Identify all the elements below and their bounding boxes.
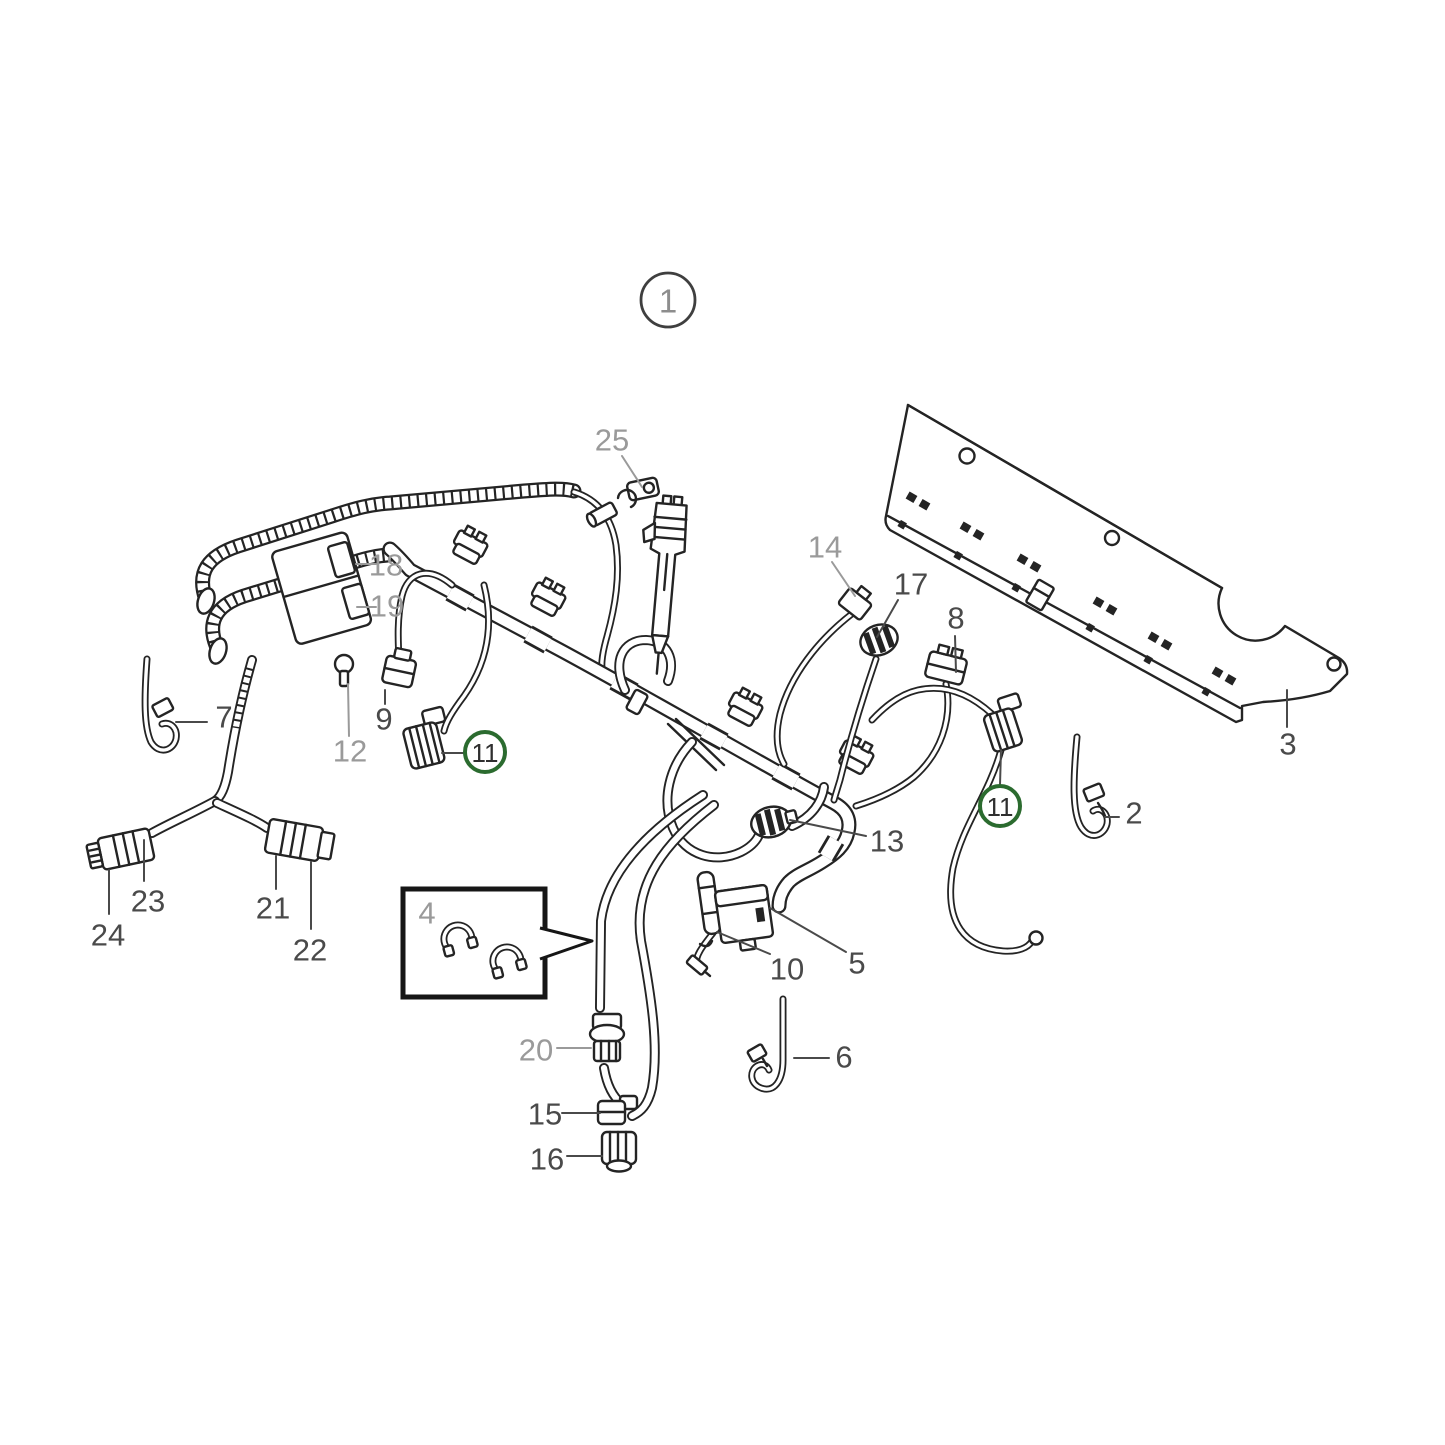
part-callout-6: 6 [835,1040,852,1075]
plate-hole [958,447,976,465]
terminal-10 [685,954,712,978]
detail-box-pointer [539,926,594,961]
part-callout-5: 5 [848,946,865,981]
part-callout-9: 9 [375,702,392,737]
heat-shield-plate [884,403,1349,724]
plate-clip-tab [1025,578,1055,612]
connector-11-right [982,692,1024,753]
part-callout-16: 16 [530,1142,564,1177]
plate-slot-pair [905,491,1237,686]
harness-manifold [194,489,574,688]
svg-text:11: 11 [987,792,1014,822]
part-callout-15: 15 [528,1097,562,1132]
relay-5 [685,870,775,978]
clip-12 [333,653,355,688]
part-18-plate [326,540,356,579]
clip-4 [487,943,528,980]
part-callout-10: 10 [770,952,804,987]
plug-16 [600,1130,638,1173]
connector-14 [837,584,873,621]
sensor-17 [859,623,899,657]
highlighted-callout-11-2: 11 [978,784,1022,828]
svg-text:1: 1 [659,283,677,320]
highlighted-callout-11-1: 11 [463,730,507,774]
clip-detail-box [400,886,594,1000]
connector-9 [381,647,418,689]
part-callout-19: 19 [370,589,404,624]
part-callout-12: 12 [333,734,367,769]
part-callout-17: 17 [894,567,928,602]
plate-hole [1326,656,1342,672]
part-callout-4: 4 [418,896,435,931]
clamp-25 [585,476,660,528]
hook-6 [746,999,783,1089]
part-callout-14: 14 [808,530,842,565]
part-callout-23: 23 [131,884,165,919]
part-callout-8: 8 [947,601,964,636]
plate-edge-tabs [897,519,1211,697]
part-callout-18: 18 [369,548,403,583]
fuel-injector [642,494,688,675]
sensor-13 [750,805,799,839]
connector-11-left [402,705,447,770]
ring-terminal [1028,930,1044,946]
part-callout-7: 7 [215,700,232,735]
assembly-callout-1: 1 [639,271,697,329]
part-callout-25: 25 [595,423,629,458]
part-callout-21: 21 [256,891,290,926]
part-callout-2: 2 [1125,796,1142,831]
part-callout-24: 24 [91,918,125,953]
part-callout-3: 3 [1279,727,1296,762]
clip-4 [438,921,479,958]
hook-2 [1074,737,1107,835]
connector-24 [85,827,156,871]
part-callout-20: 20 [519,1033,553,1068]
part-callout-22: 22 [293,933,327,968]
connectors-and-sensors [85,476,1044,1173]
connector-8 [924,643,968,686]
hook-7 [145,659,176,750]
manifold-connector-block [271,531,373,645]
sensor-20 [588,1012,626,1063]
harness-trunk [390,492,849,906]
harness-branch-wires [152,573,1032,1116]
part-19-plate [341,582,371,620]
connector-22 [263,818,336,862]
part-callout-13: 13 [870,824,904,859]
plate-hole [1103,529,1121,547]
svg-text:11: 11 [472,738,499,768]
